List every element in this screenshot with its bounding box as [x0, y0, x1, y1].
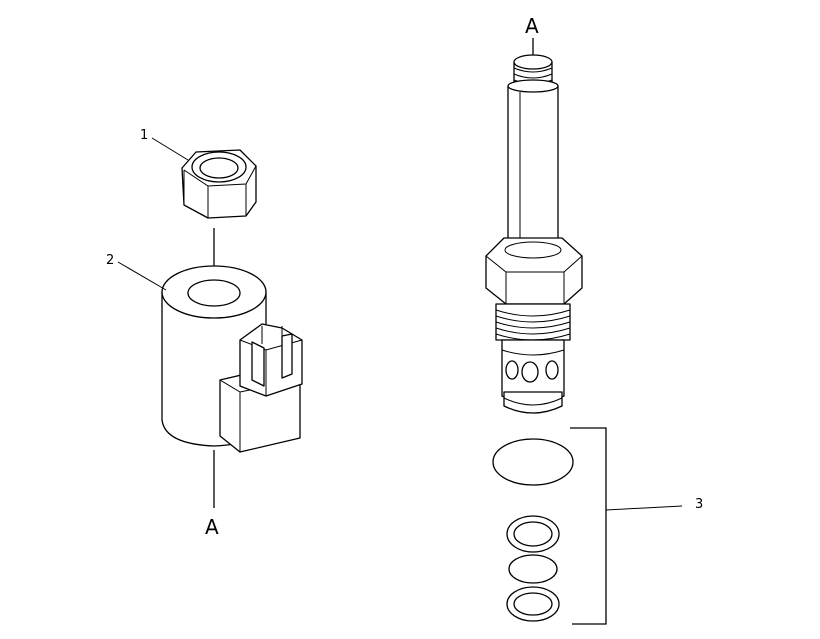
reference-letter-a-coil: A: [205, 515, 219, 539]
reference-letter-a-valve: A: [525, 14, 539, 38]
callout-2: 2: [106, 253, 114, 268]
valve-cartridge: [485, 54, 583, 414]
callout-2-leader: [117, 261, 167, 291]
callout-3: 3: [695, 497, 703, 512]
backup-ring-top: [506, 515, 560, 553]
callout-1-leader: [151, 137, 189, 161]
o-ring-large: [492, 438, 574, 486]
coil-connector: [219, 323, 303, 453]
seal-kit: [492, 438, 574, 622]
hex-nut: [181, 149, 257, 219]
seal-kit-bracket: [570, 427, 607, 625]
backup-ring-bottom: [506, 586, 560, 622]
callout-1: 1: [140, 128, 148, 143]
o-ring-small: [508, 554, 558, 584]
callout-3-leader: [605, 505, 683, 511]
